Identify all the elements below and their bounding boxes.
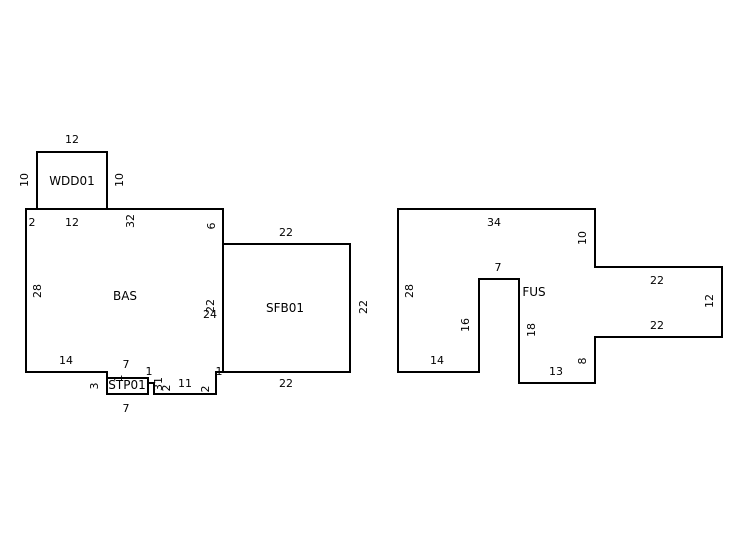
dim-bas-32: 32 (124, 214, 137, 228)
sfb01-label: SFB01 (266, 301, 304, 315)
dim-bas-24: 24 (203, 308, 217, 321)
stp01-label: STP01 (108, 378, 145, 392)
dim-fus-8: 8 (576, 358, 589, 365)
dim-bas-11: 11 (178, 377, 192, 390)
dim-bas-1b: 1 (112, 375, 125, 382)
dim-fus-12: 12 (703, 294, 716, 308)
dim-fus-34: 34 (487, 216, 501, 229)
dim-wdd-top: 12 (65, 133, 79, 146)
dim-fus-22a: 22 (650, 274, 664, 287)
fus-label: FUS (522, 285, 545, 299)
stp01-outline (106, 377, 149, 395)
dim-stp-3: 3 (88, 383, 101, 390)
dim-fus-14: 14 (430, 354, 444, 367)
fus-outline (397, 208, 723, 384)
dim-fus-28: 28 (403, 284, 416, 298)
wdd01-label: WDD01 (49, 174, 95, 188)
dim-fus-13: 13 (549, 365, 563, 378)
dim-bas-2b: 2 (160, 385, 173, 392)
dim-bas-12: 12 (65, 216, 79, 229)
dim-bas-7: 7 (123, 358, 130, 371)
dim-bas-6: 6 (205, 223, 218, 230)
dim-wdd-left: 10 (18, 173, 31, 187)
dim-wdd-right: 10 (113, 173, 126, 187)
dim-bas-2c: 2 (199, 386, 212, 393)
dim-stp-7: 7 (123, 402, 130, 415)
dim-fus-16: 16 (459, 318, 472, 332)
dim-fus-10: 10 (576, 231, 589, 245)
dim-sfb-top: 22 (279, 226, 293, 239)
dim-bas-1a: 1 (146, 365, 153, 378)
bas-label: BAS (113, 289, 137, 303)
sfb01-outline (222, 243, 351, 373)
dim-bas-1c: 1 (216, 365, 223, 378)
dim-bas-31: 31 (152, 377, 165, 391)
dim-fus-18: 18 (525, 323, 538, 337)
dim-fus-7: 7 (495, 261, 502, 274)
dim-bas-2: 2 (29, 216, 36, 229)
dim-bas-22: 22 (204, 299, 217, 313)
dim-fus-22b: 22 (650, 319, 664, 332)
dim-sfb-right: 22 (357, 300, 370, 314)
dim-sfb-bottom: 22 (279, 377, 293, 390)
dim-bas-14: 14 (59, 354, 73, 367)
dim-bas-28: 28 (31, 284, 44, 298)
